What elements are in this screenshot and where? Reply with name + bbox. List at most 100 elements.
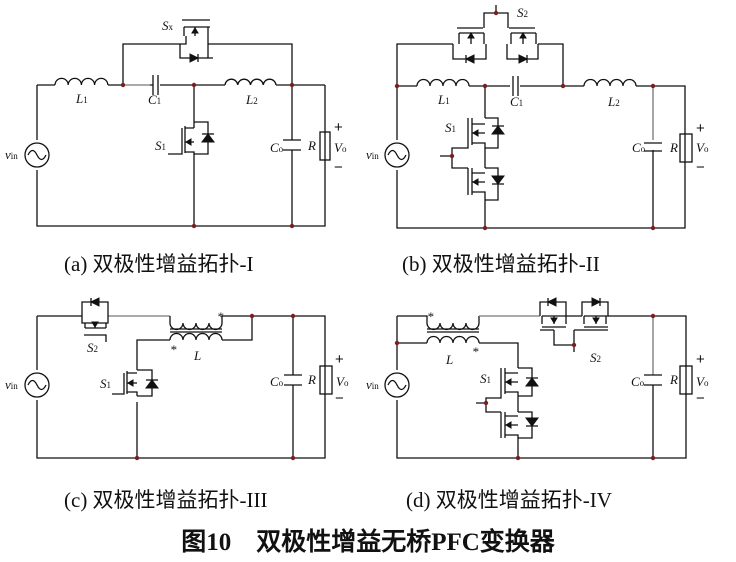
label-l1: L1 — [75, 91, 88, 106]
caption-d: (d) 双极性增益拓扑-IV — [406, 488, 612, 512]
label-co: Co — [270, 140, 284, 155]
resistor-r-icon — [679, 365, 693, 395]
caption-c: (c) 双极性增益拓扑-III — [64, 488, 268, 512]
label-s1: S1 — [100, 376, 111, 391]
capacitor-c1-icon — [150, 75, 159, 95]
label-vo: Vo — [334, 140, 347, 155]
wire — [136, 316, 294, 458]
ac-source-icon — [24, 142, 50, 168]
inductor-l2-icon — [583, 78, 637, 87]
junction-dots — [394, 83, 656, 231]
label-co: Co — [270, 374, 284, 389]
label-s1: S1 — [155, 138, 166, 153]
dot-mark: * — [472, 344, 479, 359]
minus-sign: − — [334, 159, 343, 176]
plus-sign: + — [334, 119, 343, 136]
plus-sign: + — [696, 351, 705, 368]
wire — [396, 85, 686, 229]
switch-s1-icon — [440, 117, 505, 201]
ac-source-icon — [384, 372, 410, 398]
sine-icon — [387, 379, 407, 391]
dot-mark: * — [427, 309, 434, 324]
label-s2: Sx — [162, 18, 174, 33]
label-vo: Vo — [696, 140, 709, 155]
ac-source-icon — [384, 142, 410, 168]
label-vin: vin — [5, 147, 18, 162]
label-l2: L2 — [245, 92, 258, 107]
label-r: R — [307, 372, 316, 387]
wire — [396, 43, 564, 86]
label-s2: S2 — [87, 340, 98, 355]
label-co: Co — [631, 374, 645, 389]
label-vo: Vo — [336, 374, 349, 389]
wire — [479, 315, 653, 458]
junction-dots — [134, 313, 296, 461]
capacitor-co-icon — [284, 374, 302, 386]
label-s2: S2 — [517, 5, 528, 20]
junction-dot — [571, 342, 577, 348]
sine-icon — [27, 379, 47, 391]
resistor-r-icon — [319, 131, 331, 161]
label-l: L — [193, 348, 201, 363]
capacitor-c1-icon — [512, 76, 519, 96]
switch-s1-icon — [168, 121, 215, 155]
label-co: Co — [632, 140, 646, 155]
wire — [36, 315, 326, 459]
junction-dot — [483, 400, 489, 406]
figure-title: 图10 双极性增益无桥PFC变换器 — [181, 529, 555, 556]
inductor-l1-icon — [416, 78, 470, 87]
label-r: R — [669, 372, 678, 387]
plus-sign: + — [696, 120, 705, 137]
caption-a: (a) 双极性增益拓扑-I — [64, 252, 254, 276]
junction-dots — [120, 82, 295, 229]
switch-s1-icon — [476, 367, 539, 440]
junction-dot — [493, 10, 499, 16]
sine-icon — [27, 149, 47, 161]
switch-s1-icon — [112, 369, 159, 397]
label-vo: Vo — [696, 374, 709, 389]
dot-mark: * — [217, 309, 224, 324]
inductor-l1-icon — [54, 77, 109, 86]
resistor-r-icon — [319, 365, 333, 395]
switch-s2-icon — [452, 5, 539, 64]
label-vin: vin — [366, 377, 379, 392]
dot-mark: * — [170, 342, 177, 357]
label-l1: L1 — [437, 92, 450, 107]
circuit-b: L1 C1 L2 S2 S1 vin Co R Vo + − — [366, 5, 709, 231]
circuit-d: * * L S2 S1 vin Co R Vo + − — [366, 297, 709, 461]
switch-s2-icon — [81, 297, 109, 342]
circuit-c: * * L S2 S1 vin Co R Vo + − — [5, 297, 349, 461]
label-vin: vin — [366, 147, 379, 162]
label-r: R — [669, 140, 678, 155]
minus-sign: − — [696, 390, 705, 407]
label-s2: S2 — [590, 350, 601, 365]
capacitor-co-icon — [644, 142, 662, 152]
plus-sign: + — [335, 351, 344, 368]
label-s1: S1 — [445, 120, 456, 135]
label-r: R — [307, 138, 316, 153]
coupled-inductor-icon — [426, 322, 480, 344]
label-c1: C1 — [148, 92, 161, 107]
resistor-r-icon — [679, 133, 693, 163]
coupled-inductor-icon — [169, 316, 223, 341]
switch-s2-icon — [539, 297, 609, 352]
ac-source-icon — [24, 372, 50, 398]
junction-dot — [449, 153, 455, 159]
label-l2: L2 — [607, 94, 620, 109]
label-vin: vin — [5, 377, 18, 392]
label-l: L — [445, 352, 453, 367]
label-c1: C1 — [510, 94, 523, 109]
minus-sign: − — [335, 390, 344, 407]
switch-sx-icon — [179, 19, 213, 63]
label-s1: S1 — [480, 371, 491, 386]
capacitor-co-icon — [644, 374, 662, 386]
wire — [108, 43, 293, 86]
circuit-a: L1 C1 L2 Sx S1 vin Co R Vo + − — [5, 18, 347, 229]
caption-b: (b) 双极性增益拓扑-II — [402, 252, 600, 276]
sine-icon — [387, 149, 407, 161]
wire — [36, 84, 326, 227]
capacitor-co-icon — [283, 139, 301, 151]
junction-dots — [394, 313, 656, 461]
minus-sign: − — [696, 159, 705, 176]
inductor-l2-icon — [224, 78, 277, 86]
